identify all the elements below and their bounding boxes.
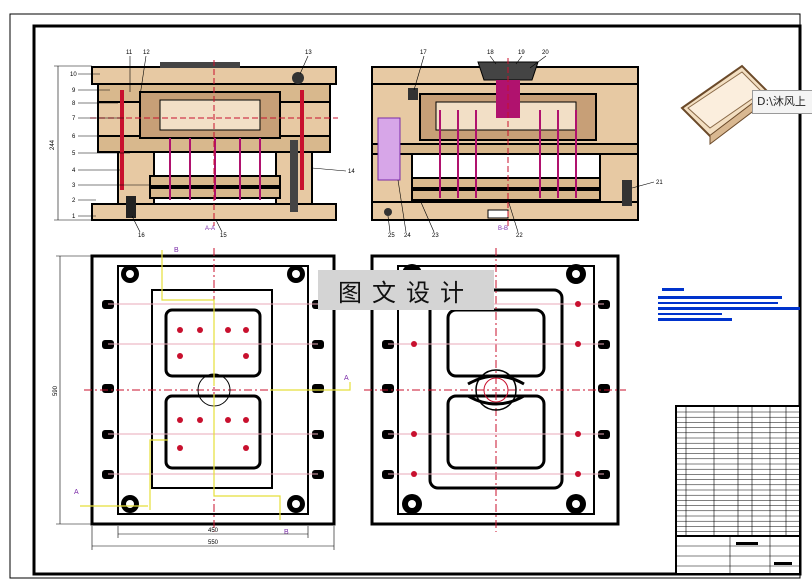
callout-13: 13: [305, 50, 312, 56]
part-number-7: 7: [72, 116, 76, 122]
callout-17: 17: [420, 50, 427, 56]
title-block: [675, 535, 801, 575]
callout-21: 21: [656, 180, 663, 186]
callout-25: 25: [388, 233, 395, 239]
callout-22: 22: [516, 233, 523, 239]
part-number-8: 8: [72, 101, 76, 107]
part-number-6: 6: [72, 134, 76, 140]
callout-12: 12: [143, 50, 150, 56]
file-path-tooltip: D:\沐风上: [752, 90, 812, 114]
callout-20: 20: [542, 50, 549, 56]
section-view-aa: 10 9 8 7 6 5 4 3 2 1: [50, 50, 355, 239]
callout-14: 14: [348, 169, 355, 175]
callout-16: 16: [138, 233, 145, 239]
callout-24: 24: [404, 233, 411, 239]
callout-19: 19: [518, 50, 525, 56]
section-letter-b-bottom: B: [284, 529, 289, 536]
section-label-bb: B-B: [498, 226, 508, 232]
bill-of-materials: [675, 405, 801, 537]
part-number-1: 1: [72, 214, 76, 220]
dim-plate-length: 590: [53, 385, 59, 396]
dim-width-outer: 550: [208, 540, 219, 546]
part-number-9: 9: [72, 88, 76, 94]
part-number-3: 3: [72, 183, 76, 189]
technical-notes: [658, 288, 800, 321]
part-number-labels: 10 9 8 7 6 5 4 3 2 1: [70, 72, 77, 220]
part-number-10: 10: [70, 72, 77, 78]
section-label-aa: A-A: [205, 226, 215, 232]
watermark-label: 图文设计: [318, 270, 494, 310]
callout-11: 11: [126, 50, 133, 56]
section-view-bb: 17 18 19 20 21 22 23 24 25 B: [371, 50, 663, 239]
part-number-2: 2: [72, 198, 76, 204]
section-letter-a-right: A: [344, 375, 349, 382]
callout-23: 23: [432, 233, 439, 239]
callout-15: 15: [220, 233, 227, 239]
part-number-4: 4: [72, 168, 76, 174]
section-letter-a-left: A: [74, 489, 79, 496]
inner-border: [32, 24, 802, 576]
plan-view-fixed-half: B A A B 590 450 550: [53, 247, 351, 550]
dim-width-inner: 450: [208, 528, 219, 534]
dim-total-height: 244: [50, 139, 56, 150]
part-number-5: 5: [72, 151, 76, 157]
callout-18: 18: [487, 50, 494, 56]
section-letter-b-top: B: [174, 247, 179, 254]
